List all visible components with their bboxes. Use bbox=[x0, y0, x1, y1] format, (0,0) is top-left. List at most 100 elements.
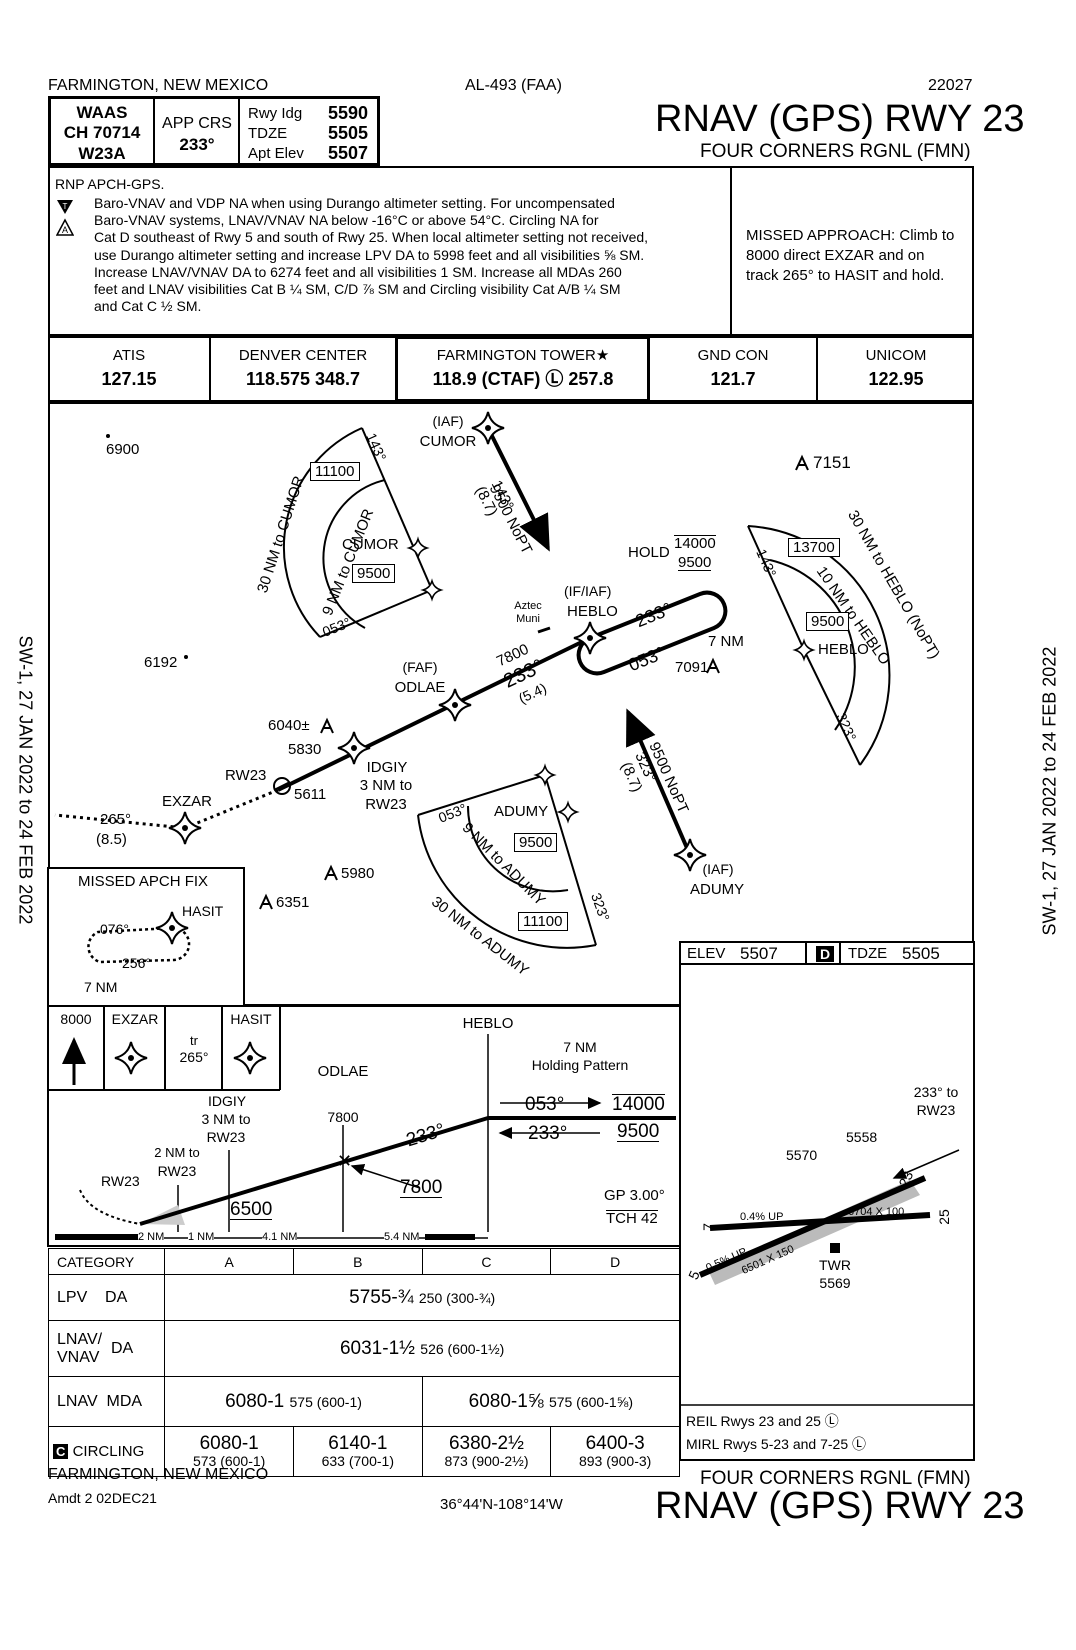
profile-hold-2: Holding Pattern bbox=[531, 1057, 629, 1073]
profile-exzar: EXZAR bbox=[111, 1011, 159, 1027]
profile-dist-1nm: 1 NM bbox=[188, 1231, 215, 1243]
comm-gnd-name: GND CON bbox=[697, 347, 769, 364]
profile-dist-54nm: 5.4 NM bbox=[384, 1231, 420, 1243]
spot-5830: 5830 bbox=[288, 741, 322, 758]
profile-tr: tr bbox=[190, 1033, 198, 1048]
profile-2nm-2: RW23 bbox=[157, 1163, 197, 1179]
min-header-category: CATEGORY bbox=[47, 1248, 166, 1275]
obs-5570: 5570 bbox=[786, 1147, 818, 1163]
adumy-iaf-label: (IAF) bbox=[702, 861, 734, 877]
footer-coords: 36°44'N-108°14'W bbox=[440, 1496, 563, 1513]
apt-elev-box: 5507 bbox=[740, 944, 778, 963]
rwy-long-dims: 6704 X 100 bbox=[848, 1206, 905, 1218]
footer-airport: FOUR CORNERS RGNL (FMN) bbox=[700, 1468, 971, 1489]
spot-7151: 7151 bbox=[813, 453, 851, 472]
app-note-2: RW23 bbox=[916, 1102, 956, 1118]
min-lnav-ab-value: 6080-1 bbox=[225, 1390, 285, 1412]
twr-elev: 5569 bbox=[819, 1275, 851, 1291]
heblo-taa-outer bbox=[747, 525, 891, 766]
profile-hold-in: 233° bbox=[528, 1123, 568, 1144]
tower-box bbox=[395, 336, 650, 402]
footer-city: FARMINGTON, NEW MEXICO bbox=[48, 1466, 269, 1483]
spot-6192: 6192 bbox=[144, 654, 178, 671]
header-chart-id: AL-493 (FAA) bbox=[465, 77, 562, 94]
adumy-taa-inner bbox=[466, 805, 569, 893]
spot-5611: 5611 bbox=[294, 786, 327, 803]
idgiy-label: IDGIY bbox=[366, 759, 408, 776]
svg-text:A: A bbox=[62, 225, 68, 235]
min-lnav-type: MDA bbox=[106, 1392, 143, 1410]
adumy-msa-inner: 9500 bbox=[514, 833, 558, 852]
profile-odlae: ODLAE bbox=[317, 1063, 369, 1080]
min-circling-label: CIRCLING bbox=[72, 1443, 145, 1460]
missed-inset-fix: HASIT bbox=[182, 903, 224, 919]
min-circ-d-value: 6400-3 bbox=[585, 1433, 645, 1455]
rnp-note: RNP APCH-GPS. bbox=[55, 176, 165, 192]
min-circ-b-hat: 633 (700-1) bbox=[321, 1453, 394, 1470]
hold-pattern bbox=[576, 590, 728, 676]
svg-text:✕: ✕ bbox=[337, 1151, 352, 1171]
cumor-iaf-label: (IAF) bbox=[432, 413, 464, 429]
odlae-label: ODLAE bbox=[394, 679, 446, 696]
min-header-d: D bbox=[550, 1248, 680, 1275]
min-lnav-vnav-label2: VNAV bbox=[57, 1348, 100, 1366]
rwy-ldg-label: Rwy Idg bbox=[248, 105, 303, 122]
spot-6040: 6040± bbox=[268, 717, 310, 734]
notes-text: Baro-VNAV and VDP NA when using Durango … bbox=[94, 195, 649, 315]
tdze-box: 5505 bbox=[902, 944, 940, 963]
spot-5980: 5980 bbox=[341, 865, 375, 882]
hold-label: HOLD bbox=[628, 544, 670, 561]
min-lpv-label: LPV bbox=[57, 1288, 88, 1306]
spot-6351: 6351 bbox=[276, 894, 310, 911]
tdze-value: 5505 bbox=[328, 123, 369, 143]
adumy-label: ADUMY bbox=[690, 881, 745, 898]
profile-alt-7800: 7800 bbox=[400, 1177, 443, 1198]
footer-title: RNAV (GPS) RWY 23 bbox=[655, 1485, 1025, 1527]
comm-center-name: DENVER CENTER bbox=[238, 347, 368, 364]
heblo-label: HEBLO bbox=[567, 603, 618, 620]
profile-alt-14000: 14000 bbox=[612, 1094, 665, 1115]
hold-alt-bottom: 9500 bbox=[678, 554, 712, 571]
obs-5558: 5558 bbox=[846, 1129, 878, 1145]
comm-unicom-name: UNICOM bbox=[865, 347, 927, 364]
profile-2nm-1: 2 NM to bbox=[154, 1145, 200, 1160]
min-circling-c-icon: C bbox=[53, 1444, 69, 1459]
profile-climb-alt: 8000 bbox=[60, 1011, 92, 1027]
comm-atis-name: ATIS bbox=[112, 347, 146, 364]
profile-odlae-alt: 7800 bbox=[327, 1109, 359, 1125]
missed-dist: (8.5) bbox=[96, 831, 127, 848]
min-circ-c-hat: 873 (900-2½) bbox=[444, 1453, 529, 1470]
minimums-table: CATEGORY A B C D LPV DA 5755-¾ 250 (300-… bbox=[47, 1248, 681, 1477]
idgiy-dist: 3 NM to bbox=[359, 777, 413, 794]
comm-center-freq: 118.575 348.7 bbox=[245, 369, 361, 389]
page-title: RNAV (GPS) RWY 23 bbox=[655, 98, 1025, 140]
app-crs-label: APP CRS bbox=[162, 115, 232, 132]
mirl-note: MIRL Rwys 5-23 and 7-25 Ⓛ bbox=[686, 1436, 866, 1452]
profile-tr-crs: 265° bbox=[179, 1049, 209, 1065]
profile-dist-41nm: 4.1 NM bbox=[262, 1231, 298, 1243]
missed-inset-title: MISSED APCH FIX bbox=[78, 873, 209, 890]
odlae-faf-label: (FAF) bbox=[402, 659, 438, 675]
min-lnav-vnav-type: DA bbox=[110, 1339, 134, 1357]
waas-id: W23A bbox=[78, 144, 126, 163]
svg-text:T: T bbox=[63, 202, 68, 211]
hold-7nm: 7 NM bbox=[708, 633, 744, 650]
profile-rw23: RW23 bbox=[101, 1173, 140, 1189]
heblo-msa-outer: 13700 bbox=[788, 538, 840, 557]
cumor-taa-outer bbox=[282, 427, 363, 638]
heblo-iaf-label: (IF/IAF) bbox=[564, 583, 612, 599]
cumor-taa-inner bbox=[322, 479, 386, 629]
airport-name: FOUR CORNERS RGNL (FMN) bbox=[700, 141, 971, 162]
waas-label: WAAS bbox=[76, 103, 128, 122]
min-lpv-type: DA bbox=[105, 1288, 128, 1306]
rw23-label: RW23 bbox=[225, 767, 267, 784]
profile-alt-9500: 9500 bbox=[617, 1121, 660, 1142]
grad-1: 0.4% UP bbox=[740, 1211, 784, 1223]
min-lnav-vnav-value: 6031-1½ bbox=[339, 1337, 415, 1359]
comm-unicom-freq: 122.95 bbox=[868, 369, 924, 389]
profile-hold-out: 053° bbox=[525, 1094, 565, 1115]
profile-idgiy: IDGIY bbox=[207, 1093, 247, 1109]
notes-box bbox=[48, 166, 974, 336]
profile-heblo: HEBLO bbox=[462, 1015, 514, 1032]
min-lpv-hat: 250 (300-¾) bbox=[418, 1289, 496, 1306]
